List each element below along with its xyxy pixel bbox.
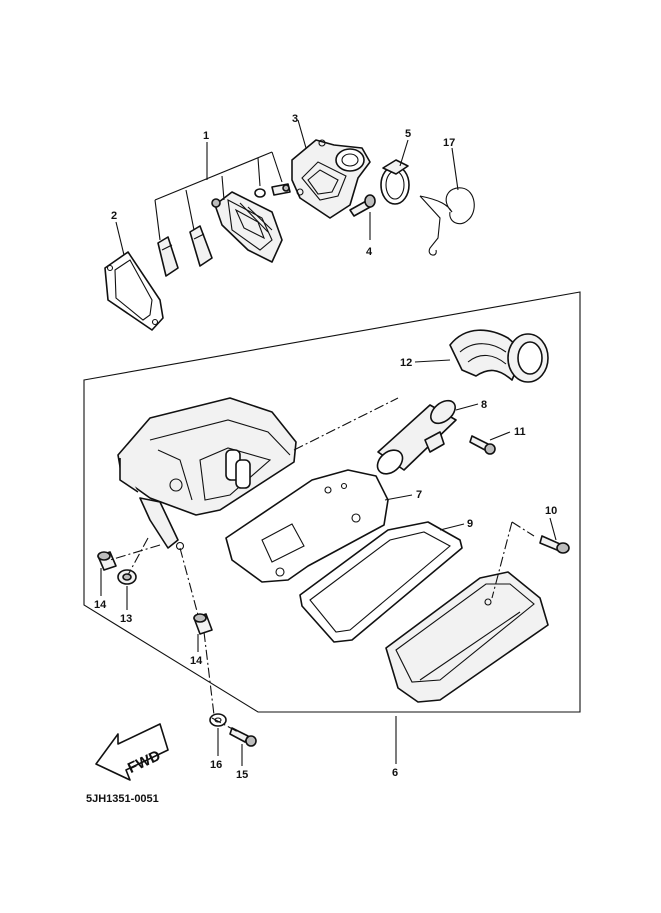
leaders-upper [115, 119, 459, 256]
diagram-code: 5JH1351-0051 [86, 793, 159, 805]
spring-clip-part-17 [419, 187, 475, 256]
hose-clamp-part-5 [380, 159, 410, 205]
alignment-lines [109, 397, 535, 733]
callout-10: 10 [545, 505, 557, 517]
intake-manifold-part-3 [291, 139, 371, 219]
callout-8: 8 [481, 399, 487, 411]
callout-14a: 14 [94, 599, 107, 611]
callout-labels: 1 2 3 4 5 6 7 8 9 10 11 12 13 14 14 15 1… [94, 113, 557, 781]
silencer-lower-case [385, 571, 549, 703]
reed-valve-block [211, 191, 283, 263]
intake-tube-part-8 [376, 399, 457, 475]
callout-15: 15 [236, 769, 248, 781]
callout-16: 16 [210, 759, 222, 771]
grommet-part-14b [193, 613, 213, 635]
reed-petals [157, 225, 213, 277]
callout-13: 13 [120, 613, 132, 625]
grommet-part-13 [117, 569, 137, 585]
seal-ring-part-9 [299, 521, 463, 643]
callout-2: 2 [111, 210, 117, 222]
elbow-duct-part-12 [449, 329, 549, 383]
callout-9: 9 [467, 518, 473, 530]
callout-6: 6 [392, 767, 398, 779]
silencer-upper-case [117, 397, 297, 551]
silencer-plate-part-7 [225, 469, 389, 583]
assembly-frame [83, 291, 581, 713]
callout-4: 4 [366, 246, 373, 258]
gasket-part-2 [104, 251, 164, 331]
callout-11: 11 [514, 426, 526, 438]
callout-17: 17 [443, 137, 455, 149]
callout-14b: 14 [190, 655, 203, 667]
screw-part-4 [349, 194, 376, 217]
washer-part-16 [209, 713, 227, 727]
screw-part-10 [539, 535, 570, 554]
callout-5: 5 [405, 128, 411, 140]
screw-part-15 [229, 727, 257, 747]
forward-arrow-icon: FWD [95, 723, 169, 781]
callout-1: 1 [203, 130, 209, 142]
callout-7: 7 [416, 489, 422, 501]
grommet-part-14a [97, 551, 117, 571]
screw-part-11 [469, 435, 496, 455]
callout-12: 12 [400, 357, 412, 369]
leaders-lower [100, 359, 557, 766]
callout-3: 3 [292, 113, 298, 125]
reed-screw-washer [254, 183, 291, 198]
